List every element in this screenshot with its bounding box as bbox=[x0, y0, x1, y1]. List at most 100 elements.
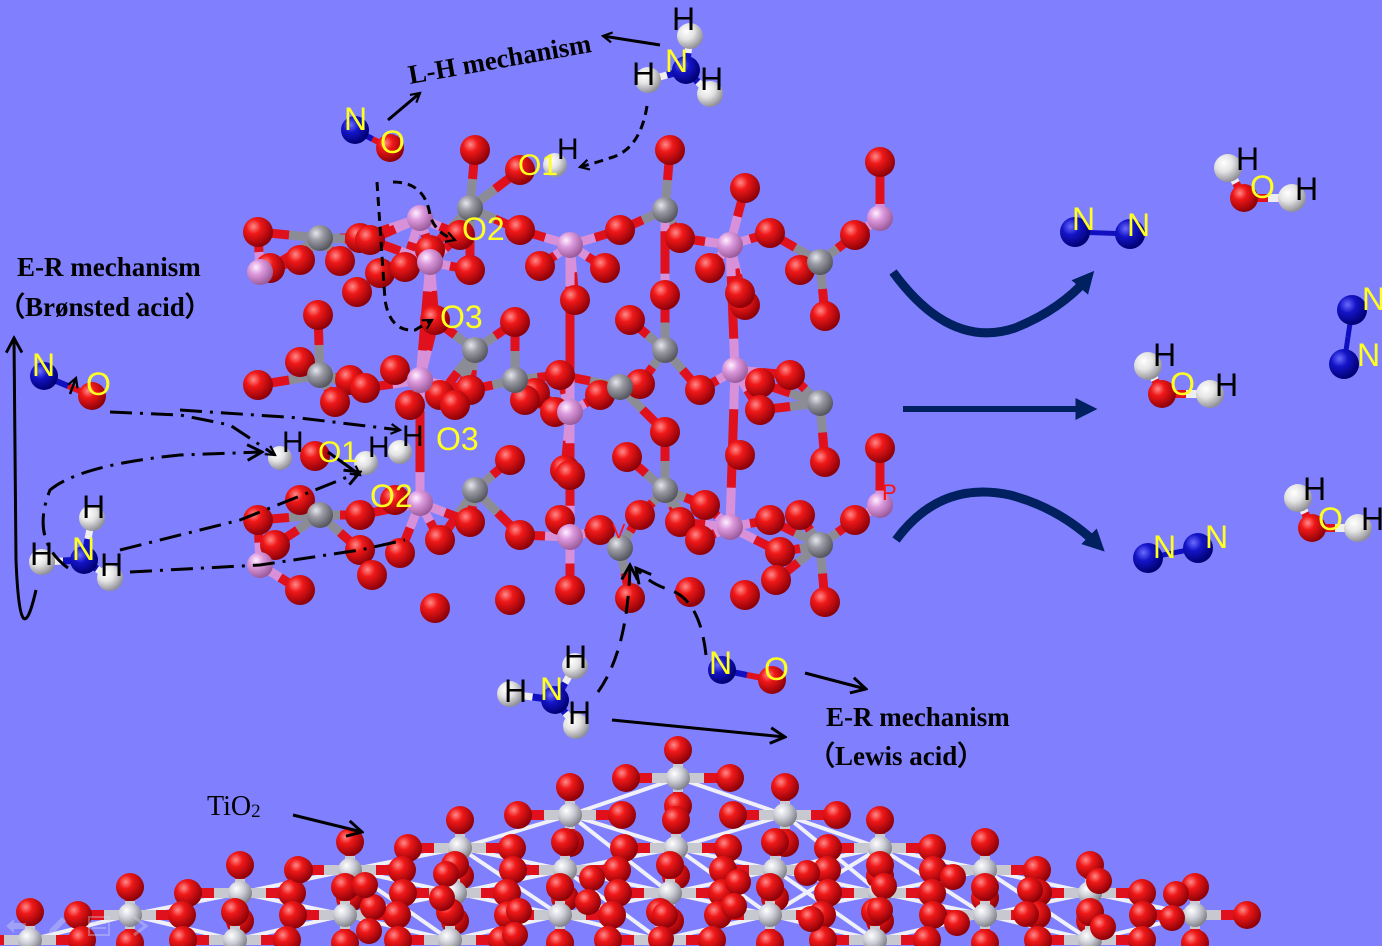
no-to-lh-arrow bbox=[387, 93, 420, 122]
o-atom bbox=[357, 560, 387, 590]
v-atom bbox=[457, 195, 483, 221]
o-atom bbox=[625, 500, 655, 530]
o-atom bbox=[546, 929, 574, 946]
surface-h-atom bbox=[543, 153, 567, 177]
o-atom bbox=[605, 215, 635, 245]
o-atom bbox=[273, 926, 301, 946]
next-arrow-icon[interactable] bbox=[128, 914, 154, 938]
site-label-o2-lower: O2 bbox=[370, 478, 413, 514]
no-bronsted-to-h-path bbox=[109, 410, 275, 455]
back-arrow-icon[interactable] bbox=[4, 914, 30, 938]
o-atom bbox=[505, 215, 535, 245]
tio2-pointer-arrow bbox=[292, 813, 362, 832]
arrow-curve-down bbox=[892, 487, 1105, 552]
o-atom bbox=[169, 926, 197, 946]
p-atom bbox=[867, 205, 893, 231]
ti-atom bbox=[1183, 903, 1207, 927]
nh3-bronsted-to-h-path bbox=[119, 472, 360, 552]
surface-h-atom bbox=[388, 440, 412, 464]
o-atom bbox=[243, 370, 273, 400]
h-atom bbox=[1284, 484, 1312, 512]
mechanism-labels: L-H mechanism E-R mechanism （Brønsted ac… bbox=[0, 28, 1010, 832]
h-atom bbox=[79, 505, 105, 531]
no-bronsted-small-arrow bbox=[70, 378, 76, 395]
o-atom bbox=[78, 382, 106, 410]
o-atom bbox=[662, 806, 690, 834]
cycle-arrow bbox=[14, 338, 38, 621]
o-atom bbox=[505, 155, 535, 185]
no-to-o3-path bbox=[375, 181, 432, 332]
tio2-support-slab bbox=[0, 736, 1261, 946]
molecule-no-lh: NO bbox=[341, 101, 405, 162]
site-label-o1-top: O1 bbox=[518, 149, 558, 182]
o-atom bbox=[608, 801, 636, 829]
o-atom bbox=[174, 879, 202, 907]
o-atom bbox=[655, 135, 685, 165]
h-atom bbox=[563, 713, 589, 739]
process-arrows bbox=[889, 269, 1105, 552]
no-lewis-to-label-arrow bbox=[804, 671, 866, 689]
nh3-to-o1-path bbox=[580, 105, 649, 167]
atom-label-h: H bbox=[632, 56, 655, 92]
o-atom bbox=[810, 447, 840, 477]
o-atom bbox=[685, 525, 715, 555]
o-atom bbox=[594, 926, 622, 946]
o-atom bbox=[116, 929, 144, 946]
pen-icon[interactable] bbox=[44, 914, 70, 938]
site-label-o3-upper: O3 bbox=[440, 299, 483, 335]
o-atom bbox=[365, 258, 395, 288]
ti-atom bbox=[18, 928, 42, 946]
atom-label-n: N bbox=[344, 101, 367, 137]
o-atom bbox=[785, 500, 815, 530]
o-atom bbox=[745, 395, 775, 425]
o-atom bbox=[551, 828, 579, 856]
h-atom bbox=[1214, 154, 1242, 182]
o-atom bbox=[546, 873, 574, 901]
o-atom bbox=[612, 442, 642, 472]
surface-h-label-oh-lower-2: H bbox=[368, 431, 390, 464]
o-atom bbox=[656, 851, 684, 879]
o-atom bbox=[865, 433, 895, 463]
atom-label-n: N bbox=[1127, 207, 1150, 243]
ti-atom bbox=[863, 928, 887, 946]
o-atom bbox=[615, 583, 645, 613]
o-atom bbox=[376, 134, 404, 162]
o-atom bbox=[345, 535, 375, 565]
o-atom bbox=[499, 856, 527, 884]
atom-label-h: H bbox=[672, 1, 695, 37]
o-atom bbox=[1298, 514, 1326, 542]
menu-icon[interactable] bbox=[86, 914, 112, 938]
ti-atom bbox=[333, 903, 357, 927]
o-atom bbox=[698, 926, 726, 946]
nh3-bronsted-loop-path bbox=[41, 452, 262, 570]
o-atom bbox=[331, 929, 359, 946]
o-atom bbox=[285, 575, 315, 605]
o-atom bbox=[814, 879, 842, 907]
o-atom bbox=[625, 369, 655, 399]
o-atom bbox=[394, 834, 422, 862]
o-atom bbox=[971, 929, 999, 946]
tio2-label-subscript: 2 bbox=[251, 801, 261, 822]
ti-atom bbox=[973, 903, 997, 927]
o-atom bbox=[1086, 868, 1112, 894]
o-atom bbox=[325, 246, 355, 276]
o-atom bbox=[725, 278, 755, 308]
ti-ti-bond bbox=[459, 813, 571, 850]
surface-h-label-oh-lower-3: H bbox=[402, 420, 424, 453]
er-lewis-label-line1: E-R mechanism bbox=[826, 702, 1010, 732]
o-atom bbox=[761, 565, 791, 595]
o-atom bbox=[866, 806, 894, 834]
ti-atom bbox=[118, 903, 142, 927]
o-atom bbox=[1024, 926, 1052, 946]
p-atom bbox=[717, 232, 743, 258]
atom-label-h: H bbox=[700, 61, 723, 97]
o-atom bbox=[730, 580, 760, 610]
o-atom bbox=[525, 251, 555, 281]
o-atom bbox=[68, 926, 96, 946]
o-atom bbox=[725, 869, 751, 895]
o1-lower-atom bbox=[300, 441, 330, 471]
